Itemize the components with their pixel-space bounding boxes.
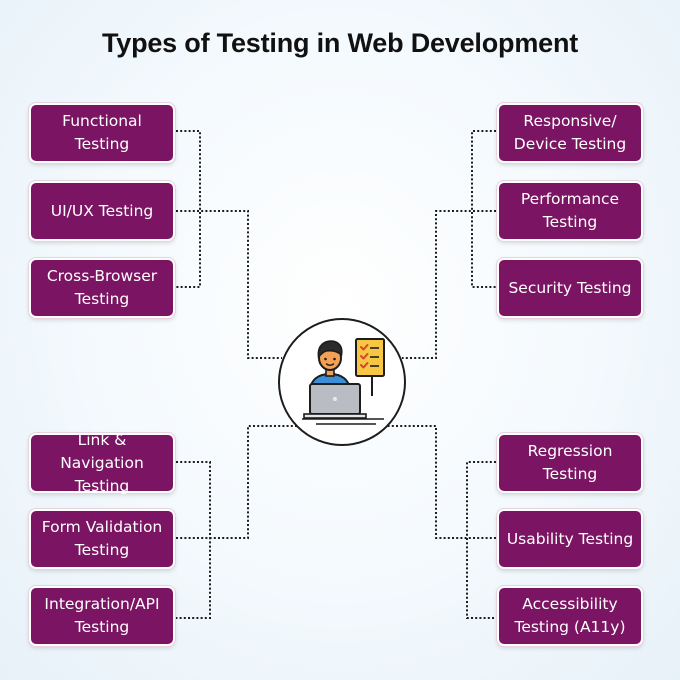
box-label: Link & Navigation Testing xyxy=(60,430,144,495)
hub-circle xyxy=(278,318,406,446)
box-label: Responsive/ Device Testing xyxy=(513,112,627,153)
box-responsive-device-testing: Responsive/ Device Testing xyxy=(497,103,643,163)
box-label: Cross-Browser Testing xyxy=(46,267,158,308)
tester-at-laptop-with-checklist-icon xyxy=(302,338,385,425)
connector-uiux xyxy=(176,210,282,359)
box-label: Form Validation Testing xyxy=(41,518,163,559)
connector-usability xyxy=(388,425,496,539)
box-cross-browser-testing: Cross-Browser Testing xyxy=(29,258,175,318)
box-integration-api-testing: Integration/API Testing xyxy=(29,586,175,646)
connector-form-validation xyxy=(176,425,300,539)
box-label: Regression Testing xyxy=(527,442,613,483)
connector-functional xyxy=(176,130,201,288)
connector-link-navigation xyxy=(176,461,211,619)
box-label: UI/UX Testing xyxy=(50,201,154,220)
box-regression-testing: Regression Testing xyxy=(497,433,643,493)
connector-regression xyxy=(466,461,496,619)
box-label: Performance Testing xyxy=(520,190,620,231)
box-label: Accessibility Testing (A11y) xyxy=(514,595,626,636)
box-label: Functional Testing xyxy=(62,112,142,153)
connector-performance xyxy=(402,210,496,359)
box-usability-testing: Usability Testing xyxy=(497,509,643,569)
connector-responsive xyxy=(471,130,496,288)
box-uiux-testing: UI/UX Testing xyxy=(29,181,175,241)
box-security-testing: Security Testing xyxy=(497,258,643,318)
box-label: Usability Testing xyxy=(506,529,634,548)
box-label: Integration/API Testing xyxy=(44,595,160,636)
box-accessibility-testing: Accessibility Testing (A11y) xyxy=(497,586,643,646)
box-form-validation-testing: Form Validation Testing xyxy=(29,509,175,569)
box-performance-testing: Performance Testing xyxy=(497,181,643,241)
box-label: Security Testing xyxy=(508,278,632,297)
page-title: Types of Testing in Web Development xyxy=(101,28,579,58)
box-functional-testing: Functional Testing xyxy=(29,103,175,163)
box-link-navigation-testing: Link & Navigation Testing xyxy=(29,431,175,495)
